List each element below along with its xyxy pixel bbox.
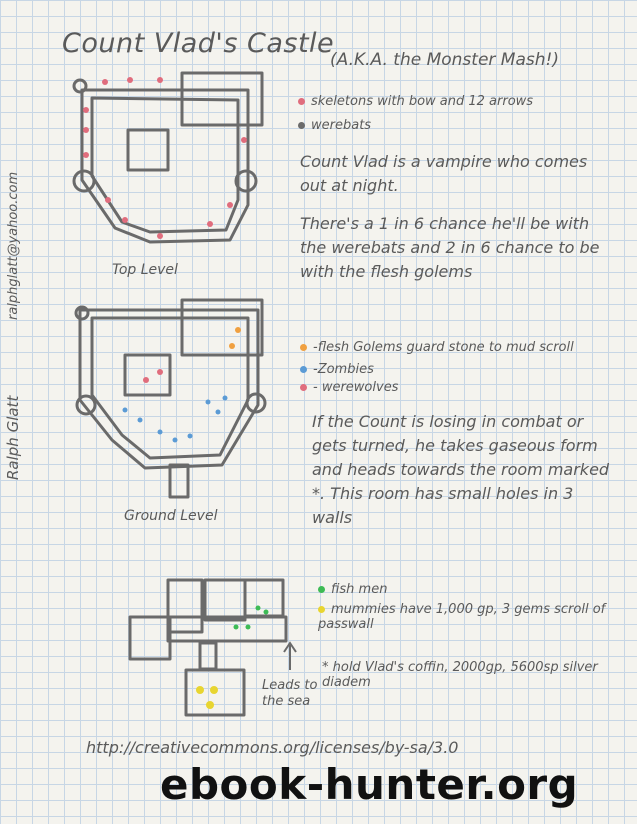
- sea-arrow: [283, 641, 297, 670]
- legend-item: - werewolves: [300, 380, 398, 395]
- license-url: http://creativecommons.org/licenses/by-s…: [86, 738, 459, 757]
- monster-dots: [83, 77, 269, 709]
- author-name: Ralph Glatt: [4, 395, 22, 480]
- ground-level-label: Ground Level: [124, 508, 218, 524]
- mummy-dot-icon: [318, 606, 325, 613]
- fishmen-dot-icon: [318, 586, 325, 593]
- author-email: ralphglatt@yahoo.com: [6, 171, 21, 320]
- dungeon-map: [128, 578, 288, 717]
- golem-dot-icon: [300, 344, 307, 351]
- legend-item: fish men: [318, 582, 387, 597]
- ground-level-map: [74, 298, 267, 499]
- sea-label: Leads to the sea: [262, 678, 318, 709]
- legend-item: -flesh Golems guard stone to mud scroll: [300, 340, 574, 355]
- zombie-dot-icon: [300, 366, 307, 373]
- legend-item: werebats: [298, 118, 371, 133]
- chance-note: There's a 1 in 6 chance he'll be with th…: [300, 214, 600, 281]
- top-level-map: [72, 71, 264, 244]
- page-title: Count Vlad's Castle: [62, 28, 335, 59]
- watermark: ebook-hunter.org: [160, 760, 579, 809]
- legend-item: mummies have 1,000 gp, 3 gems scroll of …: [318, 602, 606, 632]
- werebat-dot-icon: [298, 122, 305, 129]
- count-escape-note: If the Count is losing in combat or gets…: [312, 412, 610, 527]
- skeleton-dot-icon: [298, 98, 305, 105]
- coffin-treasure-note: * hold Vlad's coffin, 2000gp, 5600sp sil…: [322, 660, 598, 690]
- legend-item: -Zombies: [300, 362, 374, 377]
- legend-item: skeletons with bow and 12 arrows: [298, 94, 533, 109]
- top-level-label: Top Level: [112, 262, 178, 278]
- werewolf-dot-icon: [300, 384, 307, 391]
- page-subtitle: (A.K.A. the Monster Mash!): [330, 50, 559, 70]
- vampire-note: Count Vlad is a vampire who comes out at…: [300, 152, 588, 195]
